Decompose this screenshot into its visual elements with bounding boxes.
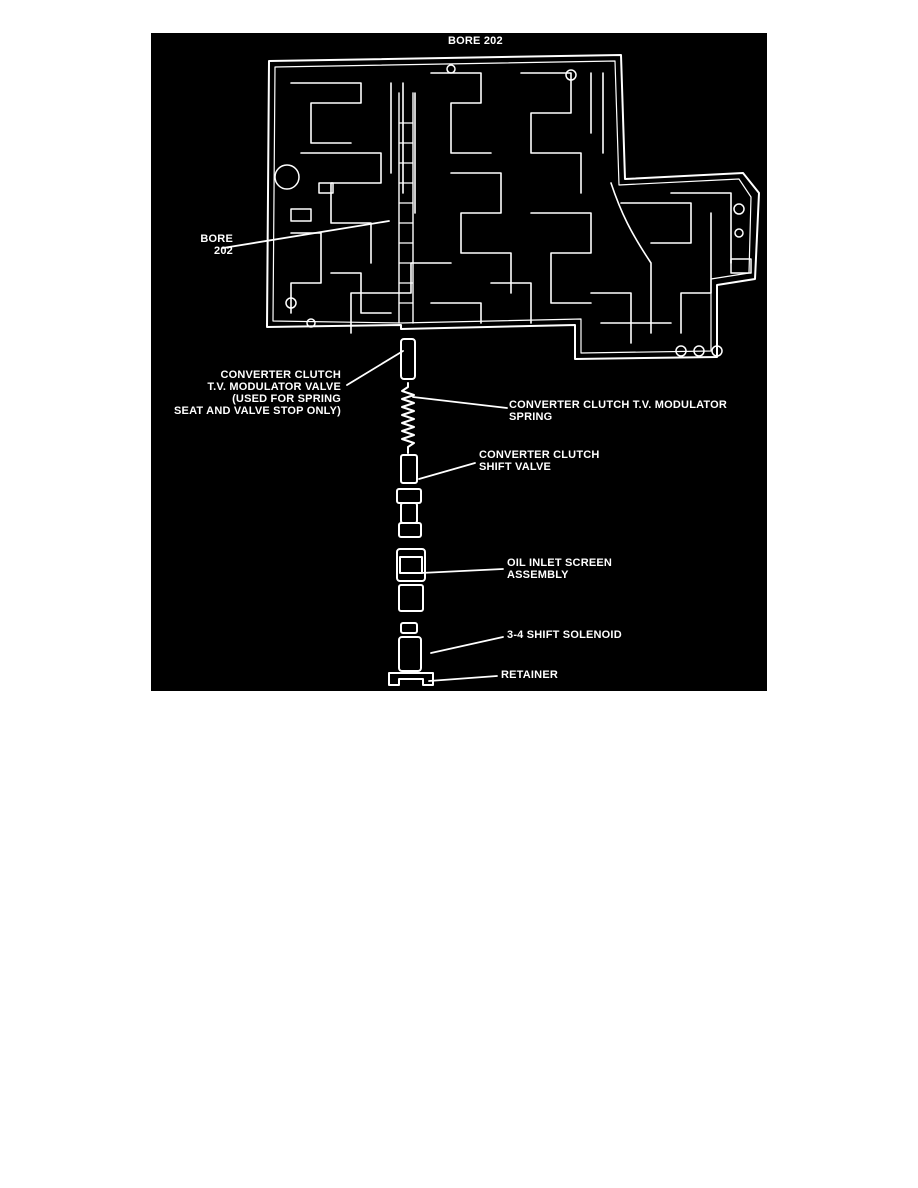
retainer bbox=[388, 672, 434, 686]
shift-valve-upper bbox=[400, 454, 418, 484]
label-retainer: RETAINER bbox=[501, 669, 559, 681]
label-tv-modulator-spring: CONVERTER CLUTCH T.V. MODULATOR SPRING bbox=[509, 399, 728, 423]
tv-modulator-valve bbox=[400, 338, 416, 380]
valve-body-illustration bbox=[222, 54, 760, 686]
tv-modulator-spring bbox=[401, 382, 415, 454]
shift-solenoid-cap bbox=[400, 622, 418, 634]
label-shift-solenoid: 3-4 SHIFT SOLENOID bbox=[507, 629, 622, 641]
label-oil-inlet-screen: OIL INLET SCREEN ASSEMBLY bbox=[507, 557, 613, 581]
valve-body-outline bbox=[266, 54, 760, 360]
label-tv-modulator-valve: CONVERTER CLUTCH T.V. MODULATOR VALVE (U… bbox=[174, 369, 341, 417]
bore-202 bbox=[398, 92, 414, 324]
oil-inlet-screen bbox=[396, 548, 426, 582]
label-shift-valve: CONVERTER CLUTCH SHIFT VALVE bbox=[479, 449, 600, 473]
label-bore-top: BORE 202 bbox=[448, 35, 503, 47]
label-bore-side: BORE 202 bbox=[200, 233, 233, 257]
shift-solenoid bbox=[398, 636, 422, 672]
valve-body-diagram: BORE 202 BORE 202 CONVERTER CLUTCH T.V. … bbox=[151, 33, 767, 691]
